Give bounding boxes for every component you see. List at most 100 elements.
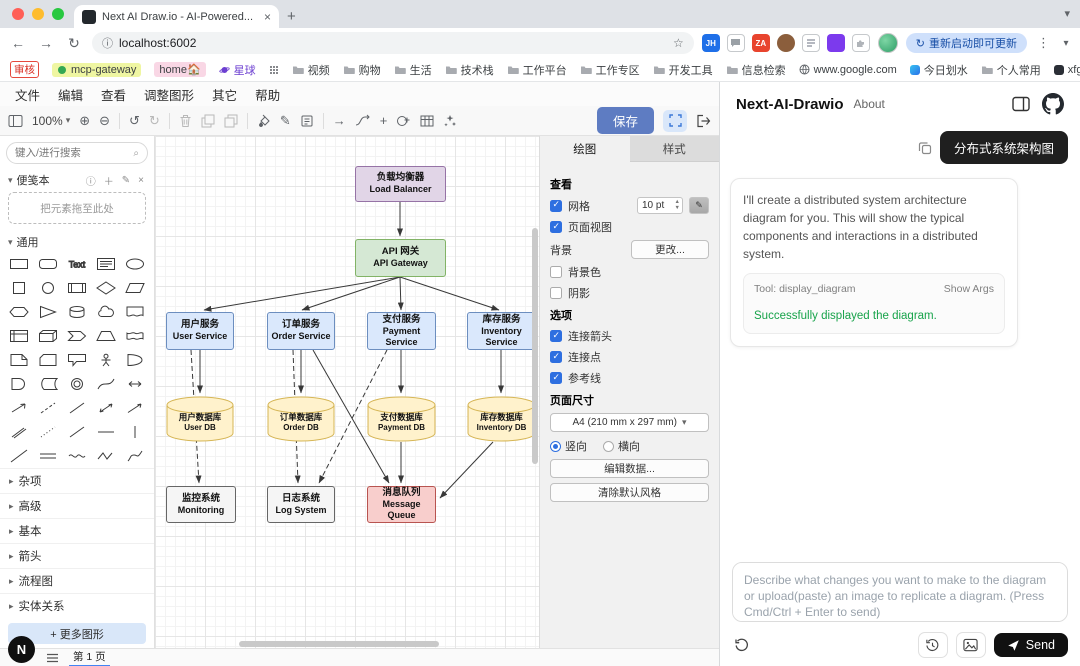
address-bar[interactable]: ⓘ localhost:6002 ☆	[92, 32, 694, 54]
forward-button[interactable]: →	[39, 35, 53, 51]
coffee-extension-icon[interactable]	[776, 34, 795, 52]
zigzag-shape-icon[interactable]	[92, 444, 121, 468]
send-button[interactable]: Send	[993, 633, 1068, 657]
grid-checkbox[interactable]	[550, 199, 562, 212]
section-misc[interactable]: ▸杂项	[0, 468, 154, 493]
connector-icon[interactable]	[355, 114, 371, 127]
bookmark-xingqiu[interactable]: 星球	[218, 62, 256, 78]
browser-tab[interactable]: Next AI Draw.io - AI-Powered... ×	[74, 5, 279, 28]
browser-menu-icon[interactable]: ⋮	[1037, 35, 1050, 50]
notes-extension-icon[interactable]	[801, 34, 820, 52]
waypoint-arrow-icon[interactable]: →	[332, 113, 346, 128]
section-er[interactable]: ▸实体关系	[0, 593, 154, 618]
about-link[interactable]: About	[853, 97, 885, 111]
bookmark-google[interactable]: www.google.com	[799, 64, 897, 76]
bookmark-apps-grid[interactable]	[269, 65, 279, 75]
section-arrows[interactable]: ▸箭头	[0, 543, 154, 568]
url-text[interactable]: localhost:6002	[119, 36, 197, 50]
tab-style[interactable]: 样式	[629, 136, 719, 162]
chat-extension-icon[interactable]	[726, 34, 745, 52]
change-background-button[interactable]: 更改...	[631, 240, 709, 259]
bookmark-folder-kaifagongju[interactable]: 开发工具	[653, 62, 713, 78]
tape-shape-icon[interactable]	[121, 324, 150, 348]
cylinder-shape-icon[interactable]	[62, 300, 91, 324]
note-shape-icon[interactable]	[4, 348, 33, 372]
za-extension-icon[interactable]: ZA	[751, 34, 770, 52]
panel-toggle-icon[interactable]	[1012, 96, 1030, 112]
scratchpad-add-icon[interactable]: ＋	[103, 176, 114, 188]
pencil-icon[interactable]: ✎	[279, 112, 291, 128]
or-shape-icon[interactable]	[121, 348, 150, 372]
dotted-line-shape-icon[interactable]	[33, 420, 62, 444]
menu-edit[interactable]: 编辑	[58, 88, 84, 103]
copy-icon[interactable]	[918, 141, 932, 155]
to-back-icon[interactable]	[224, 114, 238, 128]
undo-icon[interactable]: ↺	[129, 112, 140, 128]
site-info-icon[interactable]: ⓘ	[102, 38, 113, 50]
and-shape-icon[interactable]	[4, 372, 33, 396]
pages-menu-icon[interactable]	[46, 653, 59, 663]
card-shape-icon[interactable]	[33, 348, 62, 372]
more-shapes-button[interactable]: + 更多图形	[8, 623, 146, 644]
clear-default-style-button[interactable]: 清除默认风格	[550, 483, 709, 502]
upload-image-button[interactable]	[955, 632, 986, 658]
section-basic[interactable]: ▸基本	[0, 518, 154, 543]
hexagon-shape-icon[interactable]	[4, 300, 33, 324]
canvas-horizontal-scrollbar[interactable]	[239, 641, 440, 647]
wine-extension-icon[interactable]	[826, 34, 845, 52]
copy-style-icon[interactable]	[300, 114, 314, 128]
redo-icon[interactable]: ↻	[148, 112, 160, 128]
ellipse-shape-icon[interactable]	[121, 252, 150, 276]
tab-close-icon[interactable]: ×	[263, 9, 271, 24]
thick-line-shape-icon[interactable]	[62, 420, 91, 444]
bidirectional-connector-shape-icon[interactable]	[92, 396, 121, 420]
scratchpad-dropzone[interactable]: 把元素拖至此处	[8, 192, 146, 224]
table-icon[interactable]	[420, 114, 434, 128]
cube-shape-icon[interactable]	[33, 324, 62, 348]
browser-profile-avatar[interactable]	[877, 33, 898, 53]
actor-shape-icon[interactable]	[92, 348, 121, 372]
menu-arrange[interactable]: 调整图形	[144, 88, 195, 103]
general-section-header[interactable]: ▾ 通用	[0, 230, 154, 252]
grid-color-swatch[interactable]: ✎	[689, 197, 709, 214]
bookmark-folder-shenghuo[interactable]: 生活	[394, 62, 432, 78]
scratchpad-close-icon[interactable]: ×	[138, 174, 144, 186]
user-avatar[interactable]: N	[8, 636, 35, 663]
bookmark-folder-gongzuopingtai[interactable]: 工作平台	[507, 62, 567, 78]
textbox-shape-icon[interactable]	[92, 252, 121, 276]
circle-shape-icon[interactable]	[33, 276, 62, 300]
bookmark-folder-gongzuozhuanqu[interactable]: 工作专区	[580, 62, 640, 78]
rectangle-shape-icon[interactable]	[4, 252, 33, 276]
comic-line-shape-icon[interactable]	[121, 444, 150, 468]
triangle-shape-icon[interactable]	[33, 300, 62, 324]
bookmark-jinrihuashui[interactable]: 今日划水	[909, 62, 968, 78]
ring-shape-icon[interactable]	[62, 372, 91, 396]
menu-file[interactable]: 文件	[15, 88, 41, 103]
directional-connector-shape-icon[interactable]	[121, 396, 150, 420]
background-color-checkbox[interactable]	[550, 266, 562, 278]
menu-help[interactable]: 帮助	[255, 88, 281, 103]
double-line-shape-icon[interactable]	[33, 444, 62, 468]
portrait-radio[interactable]	[550, 440, 561, 452]
connection-arrows-checkbox[interactable]	[550, 330, 562, 342]
fill-color-icon[interactable]	[257, 114, 271, 128]
bookmark-folder-jishuzhan[interactable]: 技术栈	[445, 62, 494, 78]
trapezoid-shape-icon[interactable]	[92, 324, 121, 348]
curve-shape-icon[interactable]	[92, 372, 121, 396]
process-shape-icon[interactable]	[62, 276, 91, 300]
bookmark-shenhe[interactable]: 审核	[10, 61, 39, 78]
chat-input[interactable]	[732, 562, 1068, 622]
horizontal-line-shape-icon[interactable]	[92, 420, 121, 444]
document-shape-icon[interactable]	[121, 300, 150, 324]
rounded-rectangle-shape-icon[interactable]	[33, 252, 62, 276]
history-button[interactable]	[917, 632, 948, 658]
